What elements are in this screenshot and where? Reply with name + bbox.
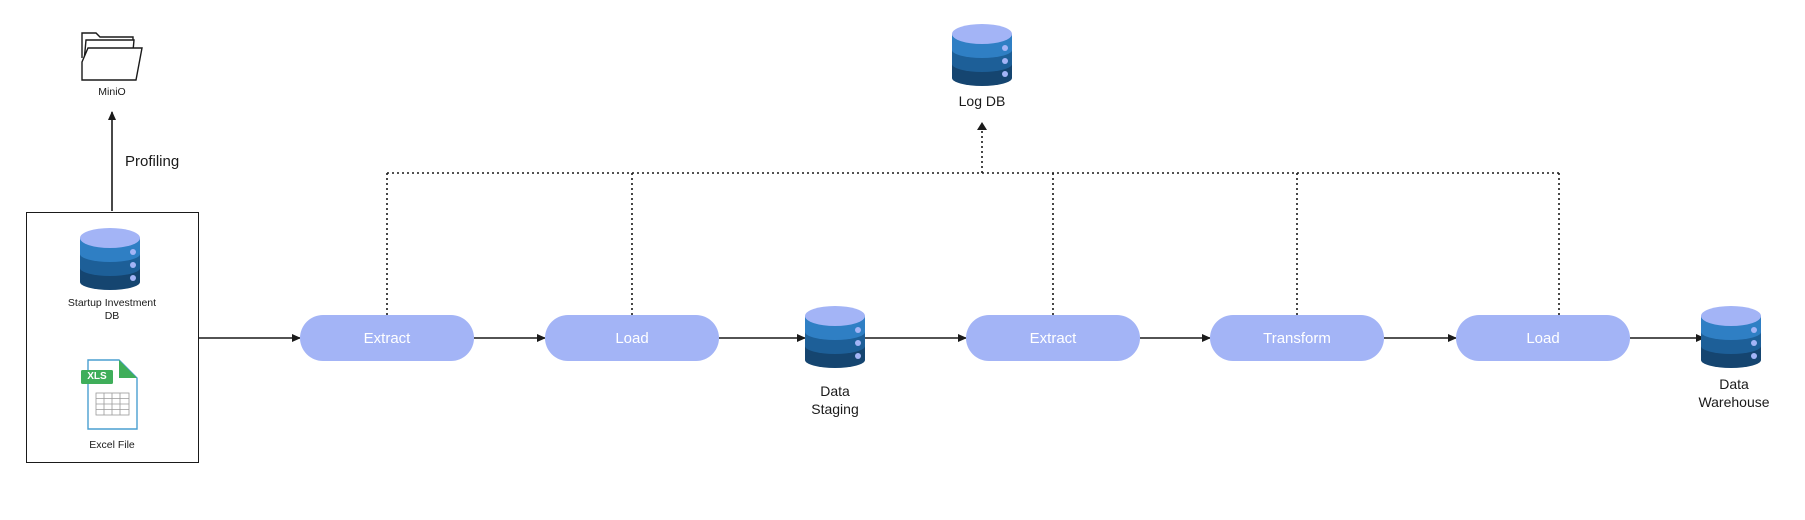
minio-label: MiniO xyxy=(98,86,126,98)
data-warehouse-db-icon xyxy=(1701,306,1761,368)
data-sources-box xyxy=(26,212,199,463)
startup-investment-db-label: Startup Investment DB xyxy=(67,297,157,322)
step-transform[interactable]: Transform xyxy=(1210,315,1384,361)
data-staging-label: Data Staging xyxy=(811,383,859,417)
step-load-1[interactable]: Load xyxy=(545,315,719,361)
step-extract-2[interactable]: Extract xyxy=(966,315,1140,361)
xls-file-icon xyxy=(81,359,138,430)
xls-badge-text: XLS xyxy=(87,371,107,382)
data-warehouse-label: Data Warehouse xyxy=(1698,376,1770,410)
log-db-icon xyxy=(952,24,1012,86)
step-extract-1[interactable]: Extract xyxy=(300,315,474,361)
step-load-2[interactable]: Load xyxy=(1456,315,1630,361)
excel-file-label: Excel File xyxy=(89,439,135,451)
logging-connectors xyxy=(386,130,1560,315)
log-db-label: Log DB xyxy=(958,93,1006,109)
log-arrowhead xyxy=(977,122,987,130)
data-staging-db-icon xyxy=(805,306,865,368)
profiling-label: Profiling xyxy=(125,153,180,170)
folder-icon xyxy=(81,32,143,81)
